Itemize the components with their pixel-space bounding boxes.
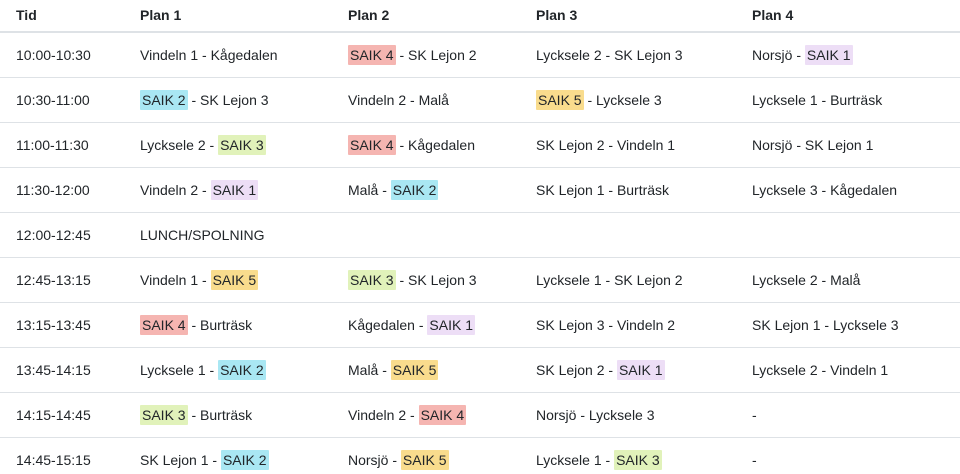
match-cell: SAIK 2 - SK Lejon 3 — [124, 77, 332, 123]
team-highlight: SAIK 5 — [210, 270, 259, 290]
time-cell: 13:45-14:15 — [0, 347, 124, 393]
match-cell: - — [736, 392, 960, 438]
match-cell: Malå - SAIK 5 — [332, 347, 520, 393]
match-cell: SK Lejon 1 - SAIK 2 — [124, 437, 332, 474]
match-cell: Lycksele 2 - Vindeln 1 — [736, 347, 960, 393]
match-cell: SAIK 3 - Burträsk — [124, 392, 332, 438]
match-cell: SK Lejon 1 - Burträsk — [520, 167, 736, 213]
time-cell: 10:30-11:00 — [0, 77, 124, 123]
match-cell: SAIK 5 - Lycksele 3 — [520, 77, 736, 123]
team-highlight: SAIK 1 — [616, 360, 665, 380]
match-cell: SAIK 4 - SK Lejon 2 — [332, 31, 520, 78]
match-cell: Lycksele 3 - Kågedalen — [736, 167, 960, 213]
match-cell: Kågedalen - SAIK 1 — [332, 302, 520, 348]
match-cell — [332, 212, 520, 258]
match-cell: SK Lejon 2 - SAIK 1 — [520, 347, 736, 393]
match-cell: SAIK 3 - SK Lejon 3 — [332, 257, 520, 303]
match-cell: Norsjö - Lycksele 3 — [520, 392, 736, 438]
team-highlight: SAIK 5 — [400, 450, 449, 470]
match-cell: Lycksele 1 - Burträsk — [736, 77, 960, 123]
team-highlight: SAIK 2 — [390, 180, 439, 200]
match-cell: LUNCH/SPOLNING — [124, 212, 332, 258]
match-cell: Lycksele 2 - Malå — [736, 257, 960, 303]
column-header-plan-4: Plan 4 — [736, 0, 960, 33]
time-cell: 13:15-13:45 — [0, 302, 124, 348]
match-cell: Malå - SAIK 2 — [332, 167, 520, 213]
time-cell: 12:45-13:15 — [0, 257, 124, 303]
team-highlight: SAIK 3 — [348, 270, 396, 290]
team-highlight: SAIK 2 — [220, 450, 269, 470]
team-highlight: SAIK 3 — [614, 450, 662, 470]
match-cell: Lycksele 1 - SK Lejon 2 — [520, 257, 736, 303]
time-cell: 11:30-12:00 — [0, 167, 124, 213]
column-header-plan-2: Plan 2 — [332, 0, 520, 33]
match-cell: Lycksele 1 - SAIK 2 — [124, 347, 332, 393]
team-highlight: SAIK 3 — [218, 135, 266, 155]
match-cell: SK Lejon 2 - Vindeln 1 — [520, 122, 736, 168]
match-cell: Norsjö - SK Lejon 1 — [736, 122, 960, 168]
team-highlight: SAIK 3 — [140, 405, 188, 425]
team-highlight: SAIK 4 — [348, 135, 396, 155]
team-highlight: SAIK 4 — [140, 315, 188, 335]
time-cell: 14:45-15:15 — [0, 437, 124, 474]
match-cell: Vindeln 1 - SAIK 5 — [124, 257, 332, 303]
header-row: Tid Plan 1 Plan 2 Plan 3 Plan 4 — [0, 0, 960, 33]
team-highlight: SAIK 1 — [804, 45, 853, 65]
match-cell — [520, 212, 736, 258]
match-cell: SAIK 4 - Kågedalen — [332, 122, 520, 168]
match-cell — [736, 212, 960, 258]
time-cell: 12:00-12:45 — [0, 212, 124, 258]
team-highlight: SAIK 2 — [218, 360, 266, 380]
time-cell: 14:15-14:45 — [0, 392, 124, 438]
time-cell: 10:00-10:30 — [0, 31, 124, 78]
match-cell: Vindeln 2 - SAIK 4 — [332, 392, 520, 438]
match-cell: Vindeln 1 - Kågedalen — [124, 31, 332, 78]
team-highlight: SAIK 1 — [427, 315, 475, 335]
match-cell: Vindeln 2 - Malå — [332, 77, 520, 123]
match-cell: Vindeln 2 - SAIK 1 — [124, 167, 332, 213]
column-header-plan-1: Plan 1 — [124, 0, 332, 33]
column-header-plan-3: Plan 3 — [520, 0, 736, 33]
team-highlight: SAIK 2 — [140, 90, 188, 110]
match-cell: - — [736, 437, 960, 474]
match-cell: Lycksele 2 - SK Lejon 3 — [520, 31, 736, 78]
match-cell: Lycksele 2 - SAIK 3 — [124, 122, 332, 168]
team-highlight: SAIK 4 — [418, 405, 467, 425]
match-cell: SK Lejon 3 - Vindeln 2 — [520, 302, 736, 348]
team-highlight: SAIK 5 — [390, 360, 439, 380]
match-cell: Norsjö - SAIK 5 — [332, 437, 520, 474]
match-cell: Lycksele 1 - SAIK 3 — [520, 437, 736, 474]
match-cell: Norsjö - SAIK 1 — [736, 31, 960, 78]
match-cell: SK Lejon 1 - Lycksele 3 — [736, 302, 960, 348]
team-highlight: SAIK 1 — [210, 180, 259, 200]
match-cell: SAIK 4 - Burträsk — [124, 302, 332, 348]
time-cell: 11:00-11:30 — [0, 122, 124, 168]
column-header-tid: Tid — [0, 0, 124, 33]
team-highlight: SAIK 5 — [536, 90, 584, 110]
team-highlight: SAIK 4 — [348, 45, 396, 65]
